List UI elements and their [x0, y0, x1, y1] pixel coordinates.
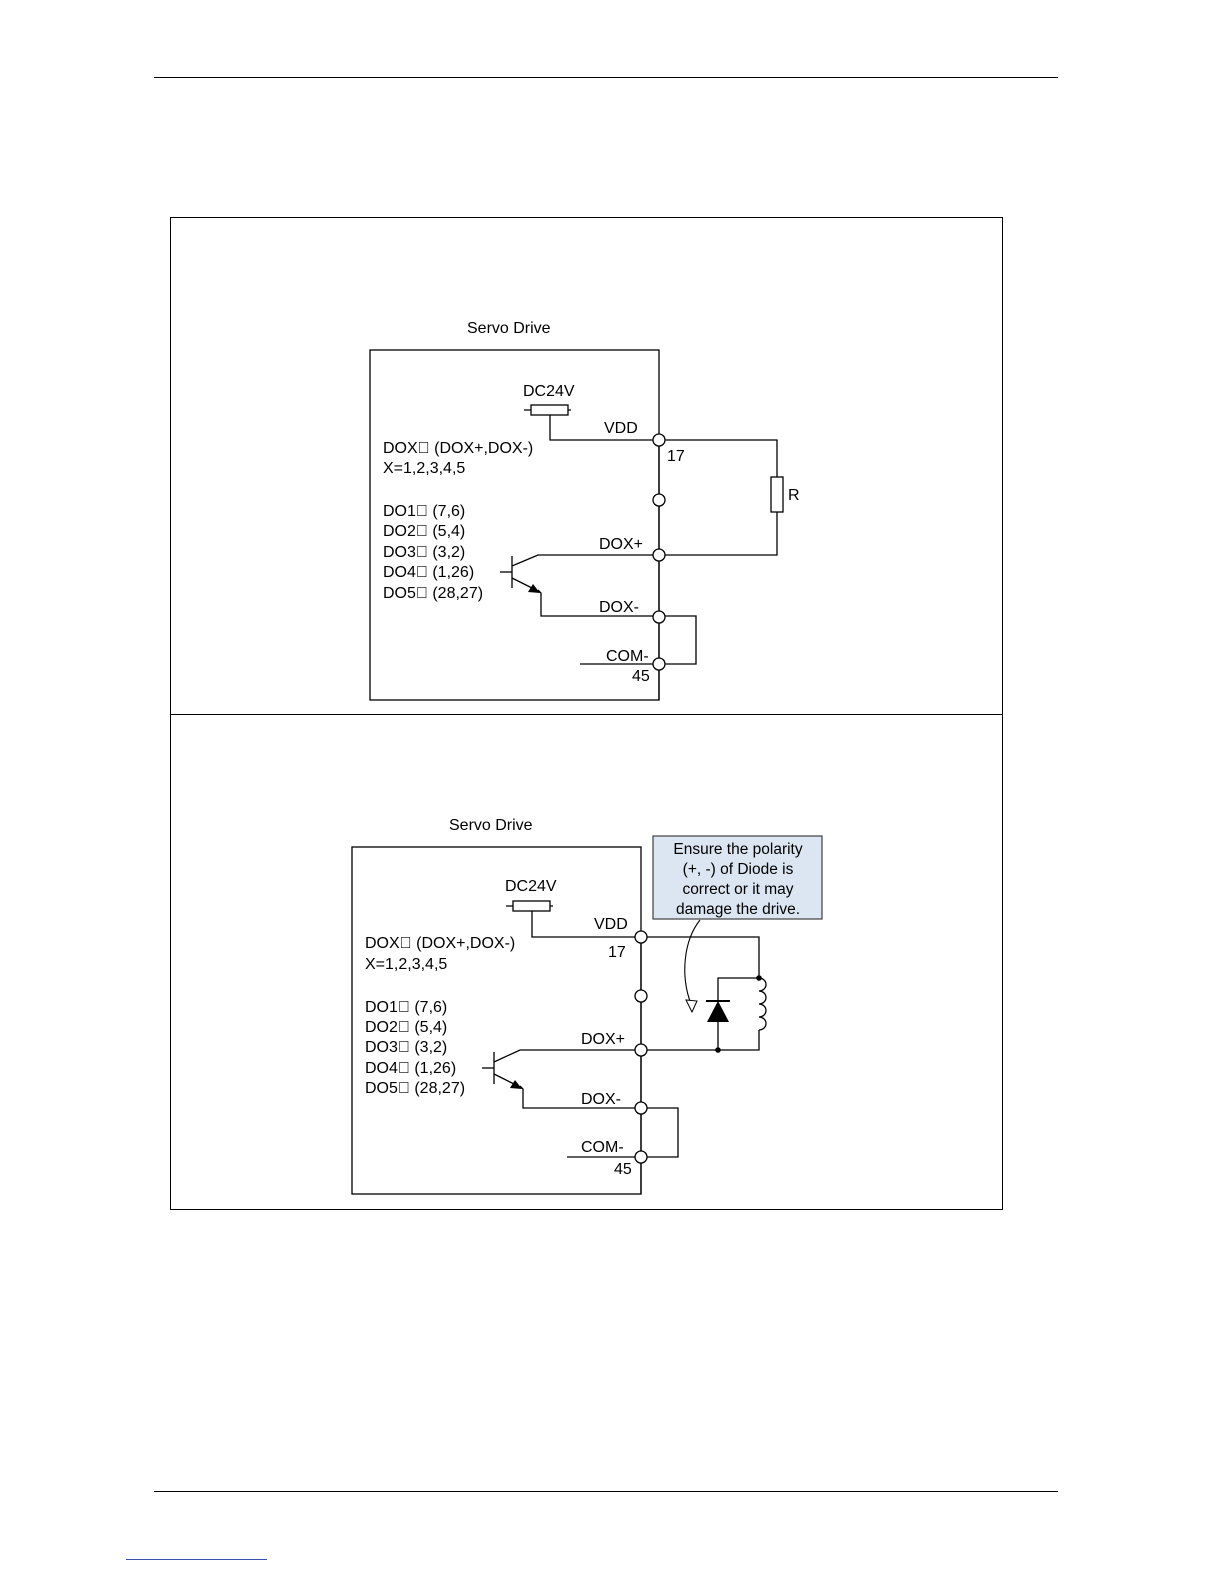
emitter-arrow-icon — [510, 1080, 522, 1089]
load-wire-bottom — [641, 1030, 760, 1051]
dox-plus-label: DOX+ — [599, 536, 643, 553]
com-pin: 45 — [632, 668, 650, 685]
terminal-vdd — [652, 433, 666, 447]
load-wire-top — [641, 936, 760, 978]
dox-minus-wire — [519, 1085, 679, 1158]
do-pin-4: DO4  (1,26) — [365, 1060, 456, 1077]
x-range: X=1,2,3,4,5 — [365, 956, 447, 973]
terminal-spare — [634, 989, 648, 1003]
terminal-dox-plus — [652, 548, 666, 562]
terminal-com — [634, 1150, 648, 1164]
panel-divider — [170, 714, 1003, 715]
do-pin-4: DO4  (1,26) — [383, 564, 474, 581]
dox-minus-wire — [537, 589, 697, 665]
load-wire-bottom — [659, 512, 778, 556]
dox-header: DOX  (DOX+,DOX-) — [383, 440, 533, 457]
dox-plus-wire — [493, 1049, 641, 1063]
do-pin-3: DO3  (3,2) — [365, 1039, 447, 1056]
dox-header: DOX  (DOX+,DOX-) — [365, 935, 515, 952]
note-line-2: (+, -) of Diode is — [683, 861, 794, 878]
emitter-arrow-icon — [528, 584, 540, 593]
callout-arrow-icon — [685, 999, 698, 1014]
do-pin-1: DO1  (7,6) — [383, 503, 465, 520]
panel-resistive: Servo Drive DC24V VDD 17 DOX  (DOX+,DOX-… — [369, 320, 800, 701]
dox-plus-wire — [511, 554, 659, 567]
terminal-vdd — [634, 930, 648, 944]
do-pin-2: DO2  (5,4) — [365, 1019, 447, 1036]
junction-dot — [756, 975, 762, 981]
footer-rule — [154, 1491, 1058, 1492]
figure-frame — [170, 217, 1003, 1210]
do-pin-5: DO5  (28,27) — [365, 1080, 465, 1097]
vdd-wire — [549, 415, 659, 441]
x-range: X=1,2,3,4,5 — [383, 460, 465, 477]
drive-title: Servo Drive — [449, 817, 533, 834]
terminal-spare — [652, 493, 666, 507]
resistor-label: R — [788, 487, 800, 504]
relay-coil-icon — [758, 977, 767, 1031]
supply-label: DC24V — [505, 878, 557, 895]
terminal-dox-minus — [634, 1101, 648, 1115]
vdd-label: VDD — [604, 420, 638, 437]
drive-title: Servo Drive — [467, 320, 551, 337]
vdd-pin: 17 — [667, 448, 685, 465]
dox-plus-label: DOX+ — [581, 1031, 625, 1048]
do-pin-1: DO1  (7,6) — [365, 999, 447, 1016]
panel-inductive: Servo Drive DC24V VDD 17 DOX  (DOX+,DOX-… — [351, 817, 823, 1195]
com-pin: 45 — [614, 1161, 632, 1178]
vdd-pin: 17 — [608, 944, 626, 961]
note-line-4: damage the drive. — [676, 901, 800, 918]
diode-wire — [717, 977, 759, 1050]
load-wire-top — [659, 439, 778, 477]
vdd-label: VDD — [594, 916, 628, 933]
note-line-1: Ensure the polarity — [673, 841, 802, 858]
resistor-icon — [770, 476, 784, 513]
note-line-3: correct or it may — [682, 881, 793, 898]
junction-dot — [715, 1047, 721, 1053]
supply-label: DC24V — [523, 383, 575, 400]
com-label: COM- — [606, 648, 649, 665]
com-label: COM- — [581, 1139, 624, 1156]
header-rule — [154, 77, 1058, 78]
diode-icon — [707, 1001, 729, 1022]
fuse-icon — [530, 404, 569, 416]
vdd-wire — [531, 911, 641, 938]
do-pin-3: DO3  (3,2) — [383, 544, 465, 561]
terminal-dox-plus — [634, 1043, 648, 1057]
footer-link-underline — [126, 1559, 267, 1560]
do-pin-5: DO5  (28,27) — [383, 585, 483, 602]
polarity-note-box — [652, 835, 823, 920]
dox-minus-label: DOX- — [599, 599, 639, 616]
terminal-com — [652, 657, 666, 671]
fuse-icon — [512, 900, 551, 912]
terminal-dox-minus — [652, 610, 666, 624]
callout-arrow-line — [684, 919, 701, 1005]
do-pin-2: DO2  (5,4) — [383, 523, 465, 540]
dox-minus-label: DOX- — [581, 1091, 621, 1108]
